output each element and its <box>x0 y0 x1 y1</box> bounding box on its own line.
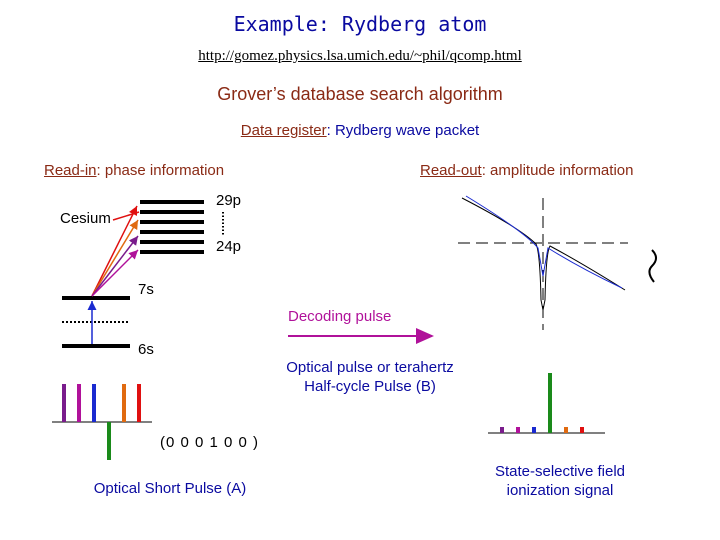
ionization-bar <box>580 427 584 433</box>
level-28p <box>140 210 204 214</box>
ionization-bar <box>564 427 568 433</box>
data-register-text: : Rydberg wave packet <box>326 122 480 139</box>
optical-pulse-line1: Optical pulse or terahertz <box>286 359 454 376</box>
readout-plot <box>458 195 657 330</box>
pulse-bar <box>107 422 111 460</box>
section-title: Grover’s database search algorithm <box>217 84 503 104</box>
data-register-heading: Data register: Rydberg wave packet <box>0 122 720 139</box>
page-title: Example: Rydberg atom <box>233 12 487 36</box>
pulse-sequence: (0 0 0 1 0 0 ) <box>160 434 260 451</box>
level-26p <box>140 230 204 234</box>
cesium-label: Cesium <box>60 210 111 227</box>
ionization-line1: State-selective field <box>494 463 626 480</box>
readout-bracket <box>648 249 657 283</box>
optical-pulse-line2: Half-cycle Pulse (B) <box>304 378 436 395</box>
data-register-term: Data register <box>240 122 327 139</box>
optical-short-pulse-label: Optical Short Pulse (A) <box>93 480 247 497</box>
pulse-bar <box>92 384 96 422</box>
read-in-heading: Read-in: phase information <box>44 162 224 179</box>
pulse-bar <box>137 384 141 422</box>
decoding-pulse-label: Decoding pulse <box>288 308 392 325</box>
read-in-term: Read-in <box>44 162 97 179</box>
ionization-bars <box>500 373 584 433</box>
level-27p <box>140 220 204 224</box>
pulse-bar <box>77 384 81 422</box>
level-7s-label: 7s <box>138 281 154 298</box>
cesium-pointer <box>112 211 140 221</box>
read-out-text: : amplitude information <box>481 162 634 179</box>
level-25p <box>140 240 204 244</box>
level-6s-label: 6s <box>138 341 154 358</box>
source-url[interactable]: http://gomez.physics.lsa.umich.edu/~phil… <box>198 48 522 64</box>
excitation-arrow-orange <box>91 219 139 297</box>
level-24p-label: 24p <box>216 238 242 255</box>
ionization-line2: ionization signal <box>506 482 614 499</box>
pulse-bar <box>122 384 126 422</box>
level-24p <box>140 250 204 254</box>
pulse-bar <box>62 384 66 422</box>
ionization-bar <box>500 427 504 433</box>
level-7s <box>62 296 130 300</box>
level-6s <box>62 344 130 348</box>
level-29p <box>140 200 204 204</box>
readout-curve-blue <box>465 195 623 289</box>
read-in-text: : phase information <box>96 162 225 179</box>
ionization-bar <box>548 373 552 433</box>
excitation-arrow-purple <box>91 235 139 297</box>
ionization-bar <box>516 427 520 433</box>
rydberg-levels <box>140 200 204 254</box>
optical-pulse-train <box>62 384 141 460</box>
excitation-arrow-magenta <box>91 249 139 297</box>
read-out-heading: Read-out: amplitude information <box>420 162 633 179</box>
level-29p-label: 29p <box>216 192 242 209</box>
read-out-term: Read-out <box>420 162 482 179</box>
ionization-bar <box>532 427 536 433</box>
